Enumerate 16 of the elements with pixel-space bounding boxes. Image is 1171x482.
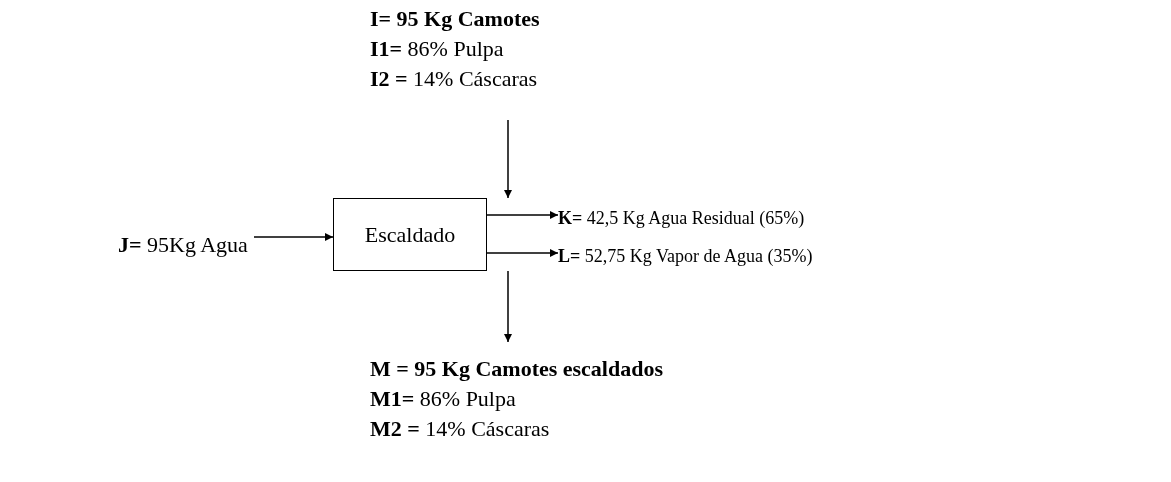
arrow [486,211,559,219]
stream-label: I2 = 14% Cáscaras [370,65,539,93]
stream-label: L= 52,75 Kg Vapor de Agua (35%) [558,245,814,268]
arrow [486,249,559,257]
arrow [504,270,512,343]
stream-label: J= 95Kg Agua [118,231,249,259]
process-box [333,198,487,271]
stream-label: I1= 86% Pulpa [370,35,505,63]
process-label: Escaldado [364,220,456,249]
arrow [504,119,512,199]
arrow [253,233,334,241]
stream-label: M1= 86% Pulpa [370,385,517,413]
stream-label: M2 = 14% Cáscaras [370,415,551,443]
stream-heading: I= 95 Kg Camotes [370,5,541,33]
stream-heading: M = 95 Kg Camotes escaldados [370,355,664,383]
stream-label: K= 42,5 Kg Agua Residual (65%) [558,207,806,230]
